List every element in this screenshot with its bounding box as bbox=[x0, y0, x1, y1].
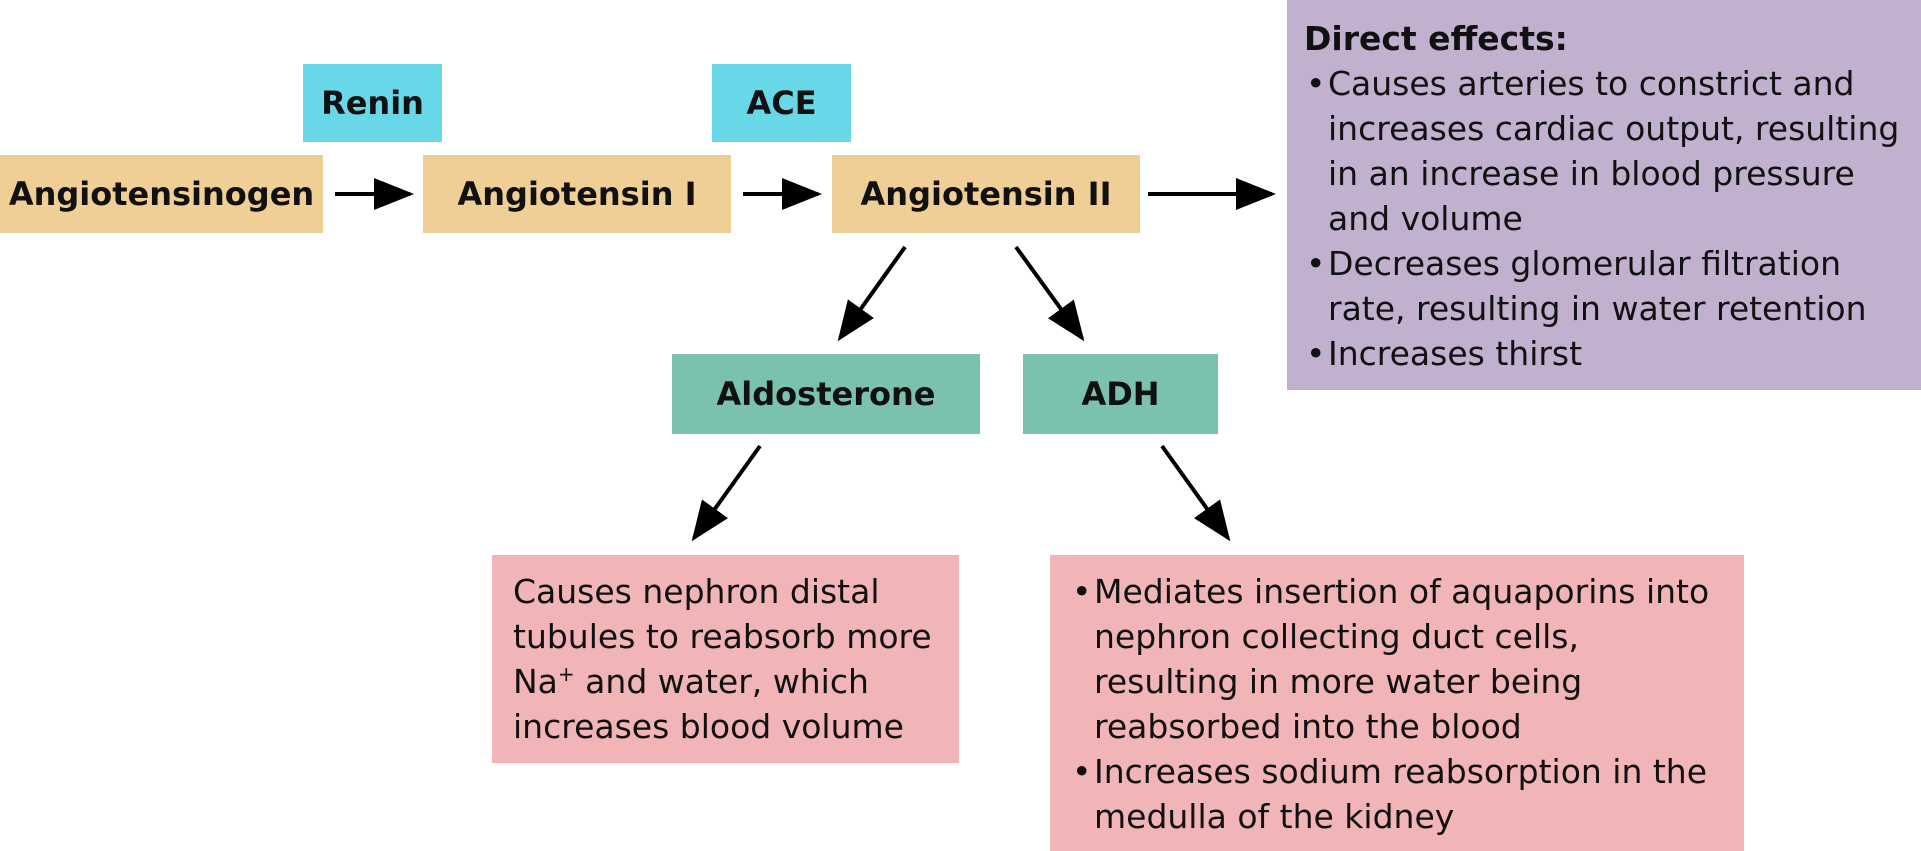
renin-node: Renin bbox=[303, 64, 442, 142]
direct-effects-heading: Direct effects: bbox=[1304, 19, 1568, 58]
arrow-adh-to-effect bbox=[1160, 444, 1231, 542]
angiotensinogen-label: Angiotensinogen bbox=[8, 175, 315, 213]
direct-effect-item: Causes arteries to constrict and increas… bbox=[1304, 61, 1903, 241]
arrow-aldosterone-to-effect bbox=[691, 444, 762, 542]
angiotensin-1-label: Angiotensin I bbox=[457, 175, 697, 213]
ace-node: ACE bbox=[712, 64, 851, 142]
arrow-angiotensin-2-to-adh bbox=[1014, 245, 1085, 342]
aldosterone-effect-box: Causes nephron distal tubules to reabsor… bbox=[492, 555, 959, 763]
adh-effect-item: Increases sodium reabsorption in the med… bbox=[1070, 749, 1730, 839]
angiotensin-2-node: Angiotensin II bbox=[832, 155, 1140, 233]
angiotensinogen-node: Angiotensinogen bbox=[0, 155, 323, 233]
aldosterone-label: Aldosterone bbox=[716, 375, 936, 413]
adh-label: ADH bbox=[1081, 375, 1160, 413]
direct-effects-box: Direct effects: Causes arteries to const… bbox=[1287, 0, 1921, 390]
sodium-charge: + bbox=[557, 662, 575, 686]
aldosterone-effect-text: Causes nephron distal tubules to reabsor… bbox=[513, 572, 932, 701]
arrow-angiotensin-2-to-aldosterone bbox=[837, 245, 907, 342]
renin-label: Renin bbox=[321, 84, 424, 122]
adh-effect-item: Mediates insertion of aquaporins into ne… bbox=[1070, 569, 1730, 749]
direct-effect-item: Increases thirst bbox=[1304, 331, 1903, 376]
adh-effects-list: Mediates insertion of aquaporins into ne… bbox=[1070, 569, 1730, 839]
direct-effects-list: Causes arteries to constrict and increas… bbox=[1304, 61, 1903, 376]
direct-effect-item: Decreases glomerular filtration rate, re… bbox=[1304, 241, 1903, 331]
adh-node: ADH bbox=[1023, 354, 1218, 434]
aldosterone-node: Aldosterone bbox=[672, 354, 980, 434]
angiotensin-2-label: Angiotensin II bbox=[860, 175, 1112, 213]
aldosterone-effect-text-end: and water, which increases blood volume bbox=[513, 662, 904, 746]
ace-label: ACE bbox=[746, 84, 817, 122]
adh-effects-box: Mediates insertion of aquaporins into ne… bbox=[1050, 555, 1744, 851]
angiotensin-1-node: Angiotensin I bbox=[423, 155, 731, 233]
